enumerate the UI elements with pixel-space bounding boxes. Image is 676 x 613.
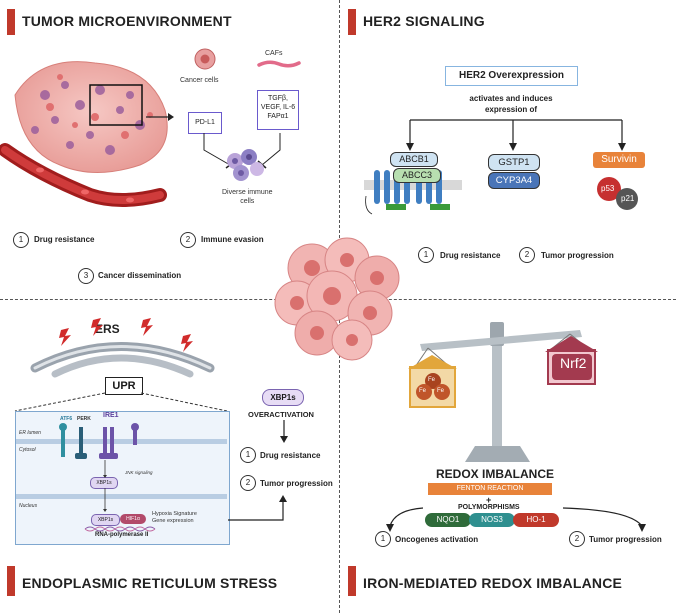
caf-icon: [257, 60, 301, 68]
atf6-label: ATF6: [60, 416, 73, 422]
p53-label: p53: [601, 184, 615, 193]
hif1a-pill: HIF1α: [120, 514, 146, 524]
fe-ions-icon: [416, 373, 450, 400]
pdl1-box: PD-L1: [188, 112, 222, 134]
outcome-label: Tumor progression: [541, 251, 614, 260]
cancer-cell-icon: [194, 48, 216, 70]
jnk-label: JNK signaling: [125, 470, 153, 475]
outcome-label: Oncogenes activation: [395, 535, 479, 544]
nqo1-pill: NQO1: [425, 513, 471, 527]
outcome-label: Tumor progression: [260, 479, 333, 488]
nrf2-label: Nrf2: [560, 355, 587, 371]
lightning-icons: [59, 318, 193, 352]
outcome-label: Tumor progression: [589, 535, 662, 544]
xbp1s-nucleus-pill: XBP1s: [91, 514, 120, 526]
outcome-label: Drug resistance: [260, 451, 321, 460]
abcc3-label: ABCC3: [393, 168, 441, 183]
panel2-title: HER2 SIGNALING: [363, 13, 485, 29]
p21-label: p21: [621, 194, 635, 203]
outcome-label: Drug resistance: [34, 235, 95, 244]
outcome-label: Cancer dissemination: [98, 271, 182, 280]
ho1-pill: HO-1: [513, 513, 559, 527]
panel1-accent-bar: [7, 9, 15, 35]
nos3-pill: NOS3: [469, 513, 515, 527]
fe-label: Fe: [419, 388, 427, 394]
abcb1-label: ABCB1: [390, 152, 438, 167]
panel4-title: IRON-MEDIATED REDOX IMBALANCE: [363, 575, 623, 591]
perk-label: PERK: [77, 416, 91, 422]
upr-box: UPR: [105, 377, 143, 395]
hypoxia-label: Hypoxia Signature Gene expression: [152, 511, 197, 524]
her2-overexpression-box: HER2 Overexpression: [445, 66, 578, 86]
outcome-number: 3: [78, 268, 94, 284]
nuclear-membrane-band: [16, 494, 227, 499]
outcome-number: 2: [569, 531, 585, 547]
outcome-number: 1: [375, 531, 391, 547]
outcome-number: 2: [180, 232, 196, 248]
outcome-label: Drug resistance: [440, 251, 501, 260]
polymorphisms-label: POLYMORPHISMS: [458, 504, 520, 511]
xbp1s-cytosol-pill: XBP1s: [90, 477, 118, 489]
panel4-accent-bar: [348, 566, 356, 596]
er-membrane-illustration: [30, 342, 215, 378]
fenton-reaction-box: FENTON REACTION: [428, 483, 552, 495]
iron-outcome-arrows: [386, 507, 646, 532]
panel2-accent-bar: [348, 9, 356, 35]
zoom-arrow: [146, 113, 174, 121]
ire1-down-arrow: [103, 460, 107, 512]
xbp1s-overactivation-pill: XBP1s: [262, 389, 304, 406]
ers-link-arrow: [228, 495, 287, 521]
cyp3a4-label: CYP3A4: [488, 172, 540, 189]
outcome-number: 2: [240, 475, 256, 491]
fe-label: Fe: [428, 377, 436, 383]
ire1-label: IRE1: [103, 412, 119, 419]
er-lumen-label: ER lumen: [19, 430, 41, 436]
cytosol-label: Cytosol: [19, 447, 36, 453]
outcome-number: 1: [13, 232, 29, 248]
overactivation-arrow: [280, 420, 288, 443]
gstp1-label: GSTP1: [488, 154, 540, 171]
nucleus-label: Nucleus: [19, 503, 38, 509]
her2-branch-arrows: [406, 119, 626, 151]
immune-cells-icon: [227, 149, 264, 181]
fe-label: Fe: [437, 388, 445, 394]
rna-polymerase-label: RNA-polymerase II: [95, 532, 149, 538]
dna-strand: [84, 526, 156, 532]
outcome-number: 2: [519, 247, 535, 263]
panel3-title: ENDOPLASMIC RETICULUM STRESS: [22, 575, 278, 591]
activates-label: activates and induces expression of: [469, 94, 553, 114]
er-membrane-band: [16, 439, 227, 444]
cancer-cell-cluster: [274, 237, 400, 361]
panel3-accent-bar: [7, 566, 15, 596]
p53-p21-icon: [597, 177, 638, 210]
redox-imbalance-label: REDOX IMBALANCE: [436, 467, 555, 481]
sensors-illustration: [59, 423, 139, 459]
panel1-title: TUMOR MICROENVIRONMENT: [22, 13, 232, 29]
cytokines-box: TGFβ, VEGF, IL-6 FAPα1: [257, 90, 299, 130]
cafs-label: CAFs: [265, 50, 283, 57]
plus-label: +: [486, 495, 492, 505]
immune-cells-label: Diverse immune cells: [222, 189, 273, 205]
upr-zoom-lines: [14, 392, 228, 412]
overactivation-label: OVERACTIVATION: [248, 410, 314, 419]
outcome-number: 1: [240, 447, 256, 463]
tumor-tissue-illustration: [0, 61, 168, 207]
survivin-label: Survivin: [593, 152, 645, 168]
outcome-label: Immune evasion: [201, 235, 264, 244]
outcome-number: 1: [418, 247, 434, 263]
cancer-cells-label: Cancer cells: [180, 77, 219, 84]
